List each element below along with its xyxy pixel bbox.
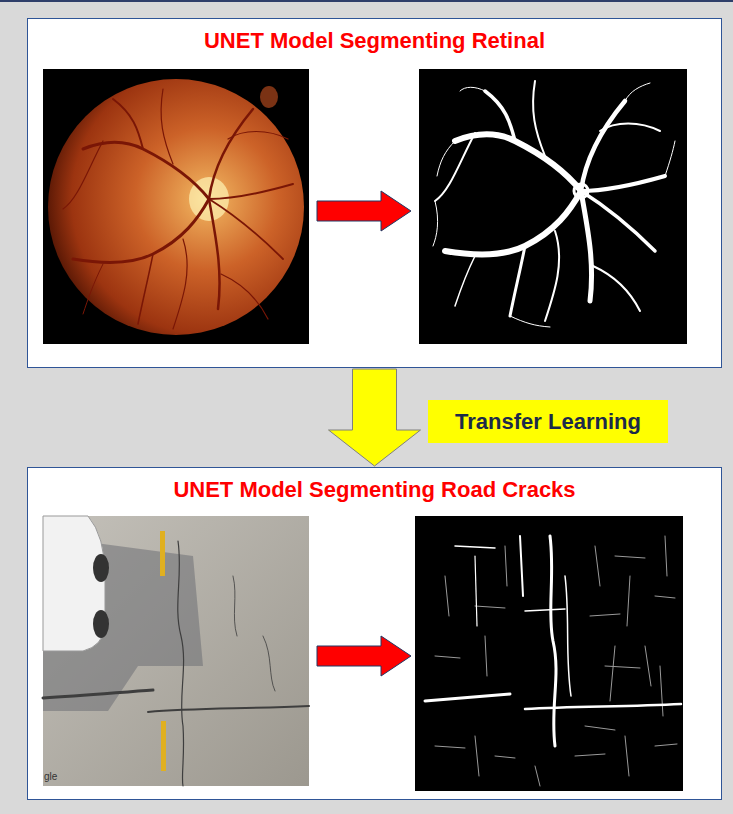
crack-mask (415, 516, 683, 791)
road-illustration (28, 468, 701, 801)
red-arrow (317, 636, 411, 676)
section-panel: UNET Model Segmenting Road Cracks (27, 467, 722, 800)
watermark: gle (44, 771, 57, 783)
vessel-mask (419, 69, 687, 344)
section-panel: UNET Model Segmenting Retinal (27, 18, 722, 368)
road-photo (43, 516, 309, 786)
fundus-photo (43, 69, 309, 344)
panel-title: UNET Model Segmenting Road Cracks (28, 477, 721, 503)
red-arrow (317, 191, 411, 231)
label-box: Transfer Learning (428, 400, 668, 443)
top-rule (0, 0, 733, 2)
step-label: Transfer Learning (455, 409, 641, 435)
retina-illustration (28, 19, 701, 369)
block-arrow (329, 369, 421, 466)
panel-title: UNET Model Segmenting Retinal (28, 28, 721, 54)
